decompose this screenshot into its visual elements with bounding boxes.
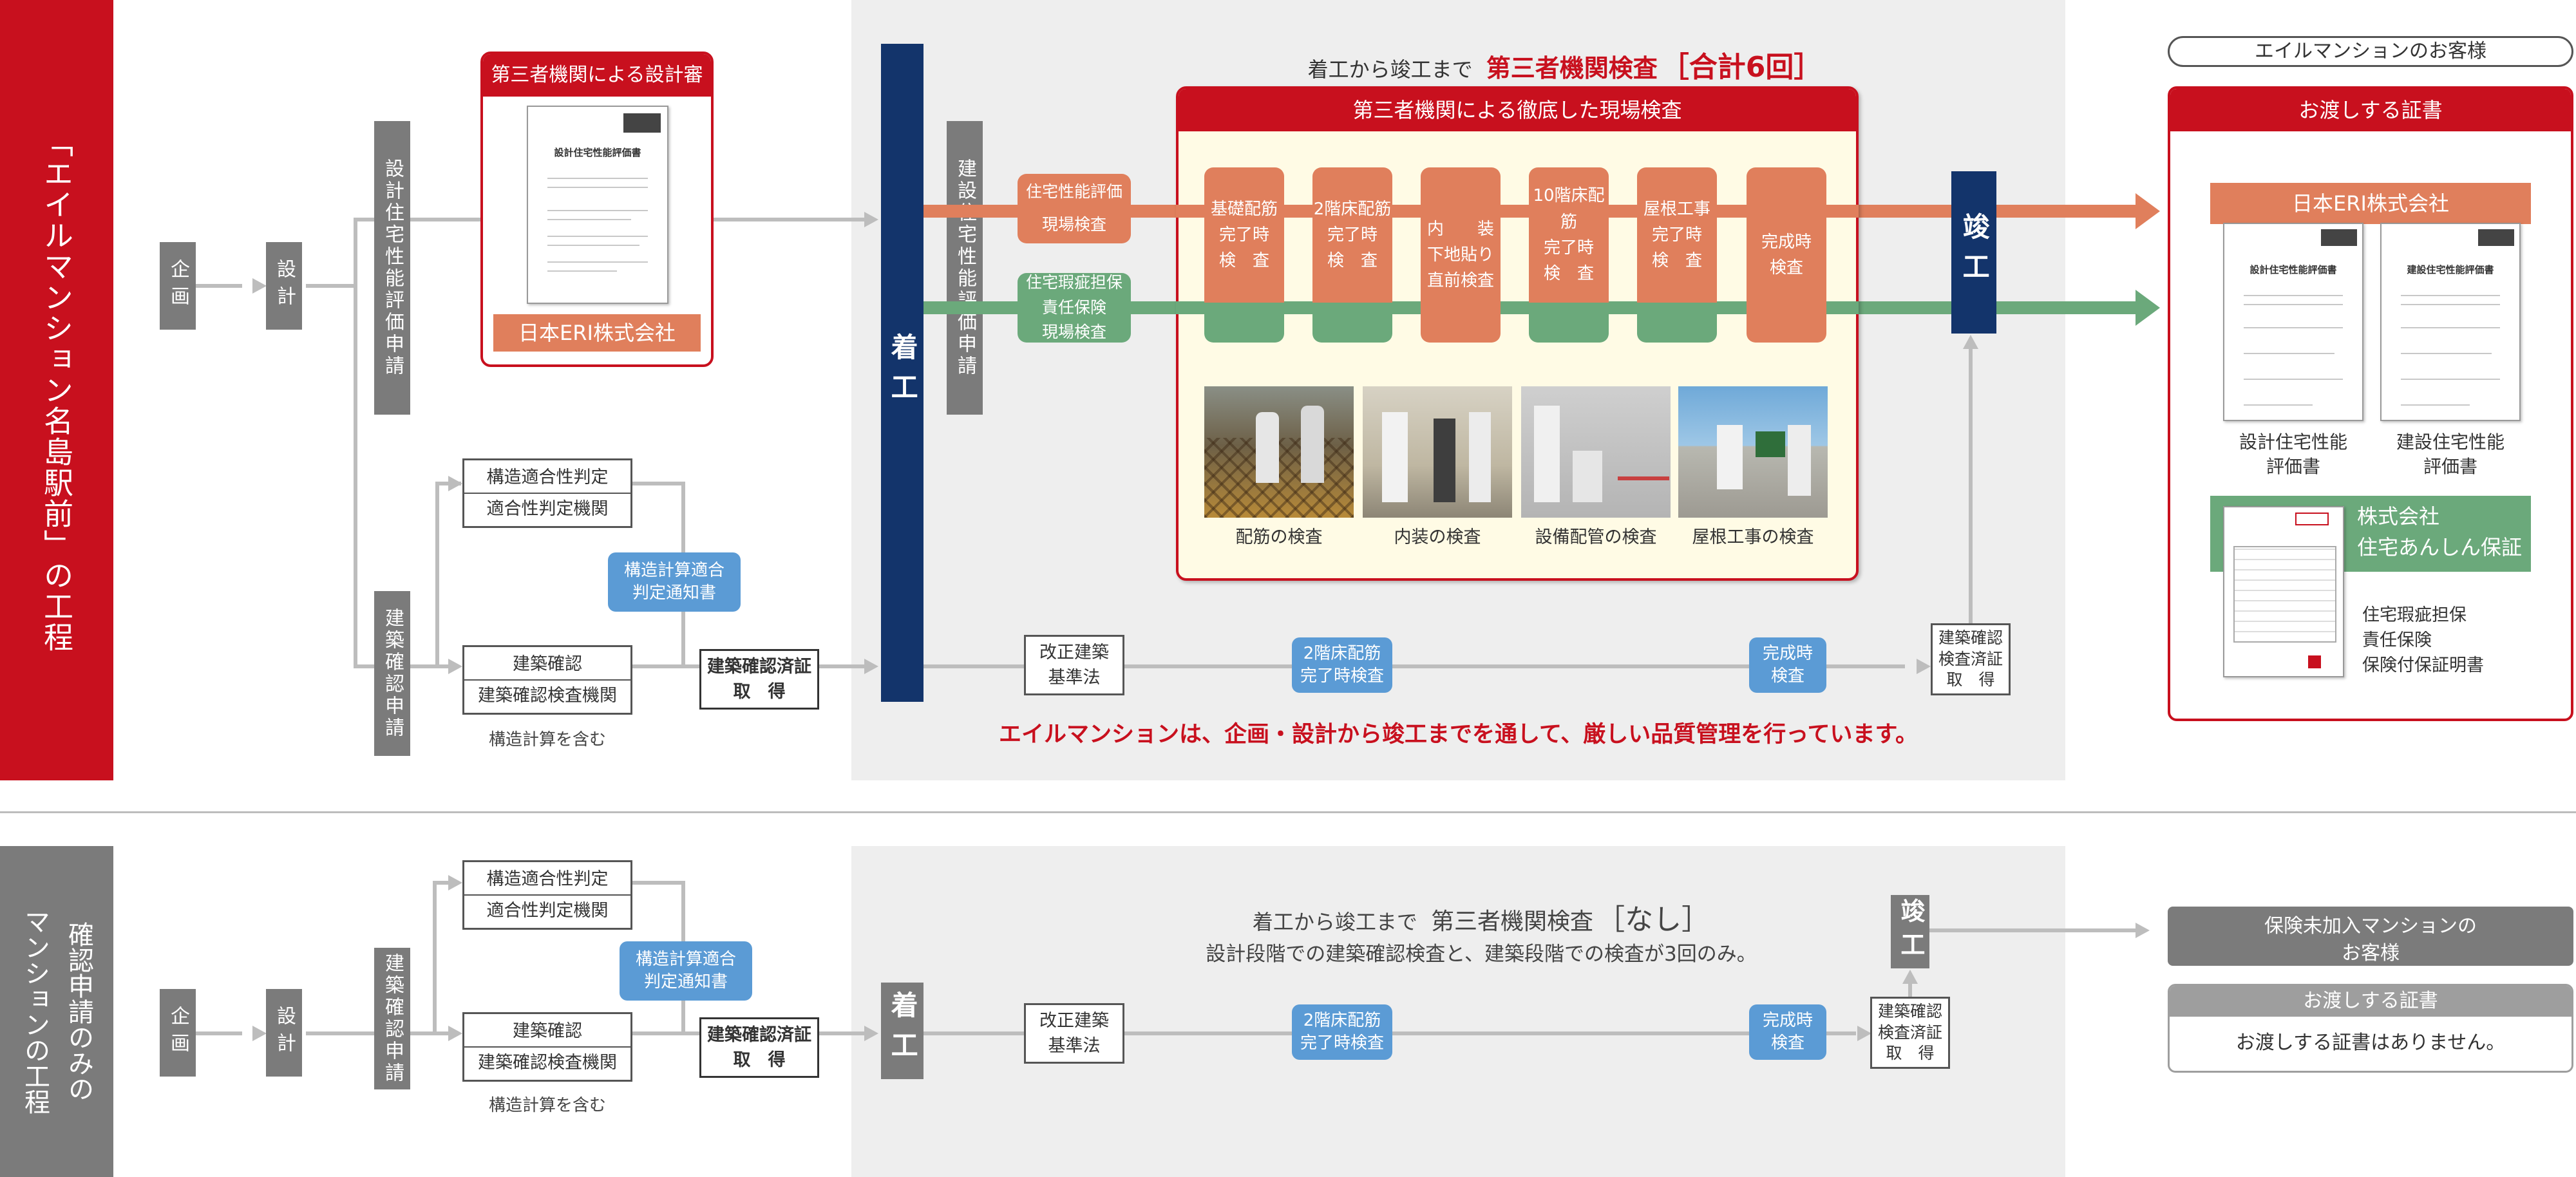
- bottom-subnote: 設計段階での建築確認検査と、建築段階での検査が3回のみ。: [1206, 943, 1757, 966]
- cert-design-doc: 設計住宅性能評価書: [2223, 223, 2363, 421]
- perf-pill: 住宅性能評価現場検査: [1018, 174, 1131, 243]
- photo-caption-interior: 内装の検査: [1394, 527, 1481, 547]
- bottom-cert-title: お渡しする証書: [2170, 986, 2571, 1017]
- stage-4: 10階床配筋完了時検 査: [1529, 167, 1609, 343]
- photo-interior: [1363, 386, 1512, 518]
- bottom-inspection-header: 着工から竣工まで 第三者機関検査 ［なし］: [1252, 903, 1710, 936]
- bottom-kansei-inspection: 完成時検査: [1749, 1004, 1826, 1060]
- photo-caption-rebar: 配筋の検査: [1235, 527, 1323, 547]
- photo-rebar: [1204, 386, 1354, 518]
- top-kozo-tekigo-box: 構造適合性判定適合性判定機関: [462, 458, 632, 528]
- top-sekkei-box: 設計: [266, 242, 302, 330]
- bottom-customer-label: 保険未加入マンションのお客様: [2168, 907, 2573, 966]
- cert-design-caption: 設計住宅性能評価書: [2239, 431, 2347, 477]
- cert-eri-banner: 日本ERI株式会社: [2210, 183, 2531, 224]
- top-cert-title: お渡しする証書: [2170, 89, 2571, 131]
- photo-caption-roof: 屋根工事の検査: [1692, 527, 1814, 547]
- photo-caption-piping: 設備配管の検査: [1535, 527, 1657, 547]
- top-kozo-notice: 構造計算適合判定通知書: [608, 552, 741, 612]
- photo-roof: [1678, 386, 1828, 518]
- top-kensa-done: 建築確認検査済証取 得: [1931, 623, 2011, 695]
- bottom-side-band: 確認申請のみの マンションの工程: [0, 846, 113, 1177]
- cert-construct-caption: 建設住宅性能評価書: [2396, 431, 2505, 477]
- cert-anshin-doc: [2223, 506, 2344, 677]
- bottom-sekkei-box: 設計: [266, 989, 302, 1077]
- bottom-cert-panel: お渡しする証書 お渡しする証書はありません。: [2168, 984, 2573, 1073]
- design-review-box: 第三者機関による設計審査 設計住宅性能評価書 日本ERI株式会社: [480, 52, 714, 367]
- cert-anshin-caption: 住宅瑕疵担保責任保険保険付保証明書: [2362, 605, 2484, 676]
- bottom-shunko-bar: 竣工: [1891, 895, 1929, 968]
- design-review-eri: 日本ERI株式会社: [493, 314, 701, 352]
- top-floor2-inspection: 2階床配筋完了時検査: [1292, 637, 1392, 693]
- top-chakko-bar: 着工: [881, 44, 923, 702]
- top-kikaku-box: 企画: [160, 242, 196, 330]
- top-kansei-inspection: 完成時検査: [1749, 637, 1826, 693]
- bottom-kenchiku-kakunin-box: 建築確認建築確認検査機関: [462, 1012, 632, 1082]
- top-side-title: 「エイルマンション名島駅前」の工程: [39, 127, 74, 653]
- top-side-band: 「エイルマンション名島駅前」の工程: [0, 0, 113, 780]
- bottom-kaisei-box: 改正建築基準法: [1024, 1003, 1124, 1064]
- insurance-pill: 住宅瑕疵担保責任保険現場検査: [1018, 273, 1131, 343]
- design-review-title: 第三者機関による設計審査: [483, 54, 711, 129]
- top-customer-label: エイルマンションのお客様: [2168, 36, 2573, 67]
- stage-1: 基礎配筋完了時検 査: [1204, 167, 1284, 343]
- section-divider: [0, 811, 2576, 813]
- top-design-eval-app: 設計住宅性能評価申請: [374, 121, 410, 415]
- top-inspection-header: 着工から竣工まで 第三者機関検査 ［合計6回］: [1307, 51, 1823, 84]
- top-kaisei-box: 改正建築基準法: [1024, 635, 1124, 695]
- top-construct-eval-app: 建設住宅性能評価申請: [947, 121, 983, 415]
- bottom-kenchiku-app: 建築確認申請: [374, 948, 410, 1089]
- stage-2: 2階床配筋完了時検 査: [1312, 167, 1392, 343]
- field-inspection-title: 第三者機関による徹底した現場検査: [1179, 89, 1856, 131]
- stage-3: 内 装下地貼り直前検査: [1421, 167, 1501, 343]
- bottom-kozo-note: 構造計算を含む: [488, 1096, 606, 1115]
- stage-5: 屋根工事完了時検 査: [1637, 167, 1717, 343]
- photo-piping: [1521, 386, 1671, 518]
- top-shunko-bar: 竣工: [1951, 171, 1996, 334]
- top-kozo-note: 構造計算を含む: [488, 730, 606, 749]
- bottom-kakunin-done: 建築確認済証取 得: [699, 1017, 819, 1078]
- top-kenchiku-app: 建築確認申請: [374, 591, 410, 756]
- bottom-kozo-notice: 構造計算適合判定通知書: [620, 941, 752, 1001]
- bottom-chakko-bar: 着工: [881, 983, 923, 1079]
- cert-construct-doc: 建設住宅性能評価書: [2380, 223, 2521, 421]
- bottom-cert-none: お渡しする証書はありません。: [2235, 1031, 2506, 1054]
- top-tagline: エイルマンションは、企画・設計から竣工までを通して、厳しい品質管理を行っています…: [999, 722, 1918, 748]
- top-kenchiku-kakunin-box: 建築確認建築確認検査機関: [462, 645, 632, 715]
- bottom-floor2-inspection: 2階床配筋完了時検査: [1292, 1004, 1392, 1060]
- bottom-kozo-tekigo-box: 構造適合性判定適合性判定機関: [462, 860, 632, 930]
- bottom-kensa-done: 建築確認検査済証取 得: [1870, 997, 1950, 1069]
- design-eval-document: 設計住宅性能評価書: [527, 106, 668, 304]
- stage-6: 完成時検査: [1747, 167, 1826, 343]
- top-kakunin-done: 建築確認済証取 得: [699, 649, 819, 710]
- bottom-kikaku-box: 企画: [160, 989, 196, 1077]
